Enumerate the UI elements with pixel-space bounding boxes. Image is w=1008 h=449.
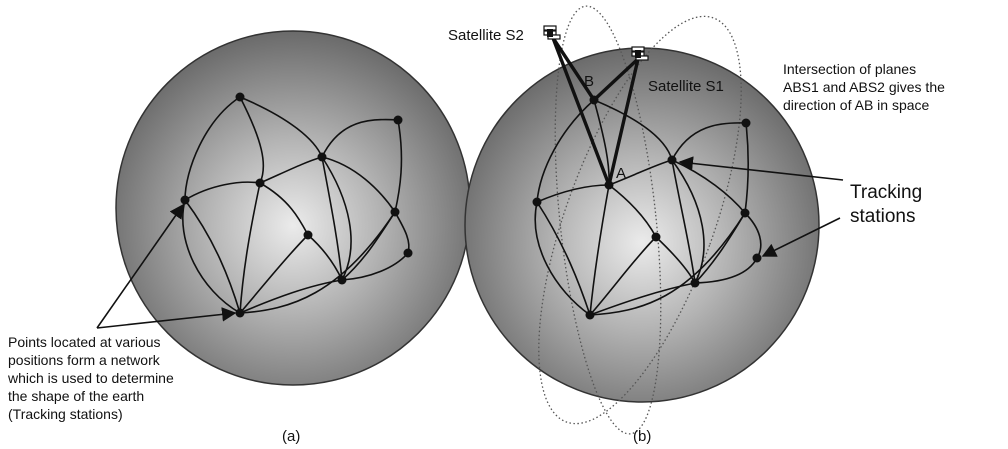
network-node (235, 308, 245, 318)
tracking-stations-label: Tracking stations (850, 182, 927, 227)
network-node (752, 253, 762, 263)
network-node (585, 310, 595, 320)
intersection-annotation: Intersection of planes ABS1 and ABS2 giv… (783, 61, 949, 113)
earth-sphere-a (115, 30, 471, 386)
tracking-station-nodes-a (180, 92, 413, 318)
satellite-s2-icon (543, 25, 561, 40)
earth-sphere-b (464, 47, 820, 403)
orbit-satellite-s1 (538, 15, 742, 425)
point-b-label: B (584, 73, 594, 90)
network-node (651, 232, 661, 242)
network-node-a (604, 180, 614, 190)
network-node (740, 208, 750, 218)
network-node (690, 278, 700, 288)
satellite-s1-label: Satellite S1 (648, 78, 724, 95)
annotation-arrows-a (96, 203, 237, 329)
tracking-station-nodes-b (532, 95, 762, 320)
network-node (317, 152, 327, 162)
network-node (235, 92, 245, 102)
network-node (337, 275, 347, 285)
network-node (303, 230, 313, 240)
network-node (403, 248, 413, 258)
network-node (741, 118, 751, 128)
caption-a: (a) (282, 428, 300, 445)
panel-a: Points located at various positions form… (7, 30, 471, 445)
network-node-b (589, 95, 599, 105)
network-edges-b (534, 99, 762, 316)
observation-rays (551, 36, 640, 187)
satellite-s2-label: Satellite S2 (448, 27, 524, 44)
network-node (667, 155, 677, 165)
network-node (390, 207, 400, 217)
satellite-s1-icon (631, 46, 649, 61)
tracking-arrows-b (678, 156, 844, 257)
panel-b: Satellite S2 Satellite S1 B A Intersecti… (448, 5, 949, 445)
point-a-label: A (616, 165, 626, 182)
orbit-satellite-s2 (554, 5, 662, 435)
network-node (532, 197, 542, 207)
network-node (393, 115, 403, 125)
network-node (255, 178, 265, 188)
network-node (180, 195, 190, 205)
network-annotation: Points located at various positions form… (7, 334, 178, 422)
caption-b: (b) (633, 428, 651, 445)
